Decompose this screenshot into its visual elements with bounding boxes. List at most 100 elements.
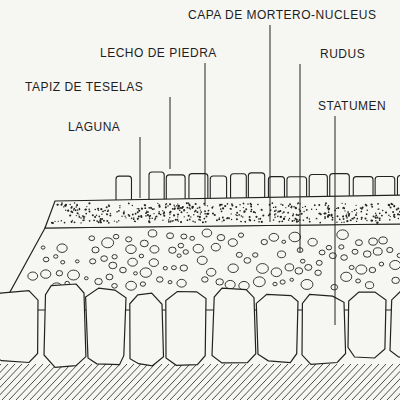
nucleus-grain bbox=[341, 203, 342, 204]
rudus-pebble bbox=[126, 245, 136, 254]
nucleus-grain bbox=[229, 208, 230, 209]
hatch-line bbox=[30, 364, 64, 400]
nucleus-grain bbox=[319, 222, 320, 223]
nucleus-grain bbox=[296, 221, 298, 223]
rudus-pebble bbox=[363, 251, 371, 257]
rudus-pebble bbox=[228, 239, 237, 247]
statumen-stone bbox=[390, 291, 400, 359]
nucleus-grain bbox=[78, 214, 79, 215]
hatch-line bbox=[114, 364, 148, 400]
hatch-line bbox=[296, 364, 330, 400]
nucleus-grain bbox=[85, 213, 87, 215]
nucleus-grain bbox=[138, 208, 140, 210]
nucleus-grain bbox=[138, 210, 140, 212]
nucleus-grain bbox=[364, 217, 366, 219]
nucleus-grain bbox=[116, 221, 118, 223]
nucleus-grain bbox=[58, 221, 59, 222]
nucleus-grain bbox=[375, 213, 376, 214]
nucleus-grain bbox=[75, 209, 77, 211]
nucleus-grain bbox=[346, 216, 348, 218]
nucleus-grain bbox=[71, 221, 73, 223]
nucleus-grain bbox=[244, 210, 246, 212]
hatch-line bbox=[226, 364, 260, 400]
nucleus-grain bbox=[144, 204, 146, 206]
rudus-pebble bbox=[271, 268, 281, 277]
nucleus-grain bbox=[71, 206, 73, 208]
nucleus-grain bbox=[163, 213, 165, 215]
statumen-stone bbox=[130, 293, 164, 366]
nucleus-grain bbox=[388, 215, 390, 217]
rudus-pebble bbox=[206, 268, 215, 276]
rudus-pebble bbox=[236, 252, 242, 257]
rudus-pebble bbox=[326, 245, 331, 250]
nucleus-grain bbox=[296, 214, 298, 216]
rudus-pebble bbox=[163, 266, 167, 269]
nucleus-grain bbox=[173, 208, 175, 210]
rudus-pebble bbox=[140, 268, 151, 277]
nucleus-grain bbox=[147, 211, 149, 213]
nucleus-grain bbox=[197, 215, 199, 217]
nucleus-grain bbox=[80, 217, 82, 219]
rudus-pebble bbox=[211, 243, 220, 251]
nucleus-grain bbox=[182, 206, 184, 208]
nucleus-grain bbox=[137, 208, 138, 209]
nucleus-grain bbox=[275, 210, 276, 211]
rudus-pebble bbox=[178, 243, 184, 248]
rudus-pebble bbox=[337, 230, 349, 240]
nucleus-grain bbox=[169, 214, 170, 215]
nucleus-grain bbox=[172, 220, 173, 221]
nucleus-grain bbox=[228, 217, 230, 219]
nucleus-grain bbox=[294, 220, 295, 221]
nucleus-grain bbox=[336, 221, 337, 222]
nucleus-grain bbox=[379, 219, 381, 221]
nucleus-grain bbox=[311, 208, 312, 209]
rudus-pebble bbox=[202, 277, 208, 282]
nucleus-grain bbox=[344, 210, 345, 211]
nucleus-grain bbox=[108, 222, 110, 224]
nucleus-grain bbox=[355, 214, 357, 216]
hatch-line bbox=[380, 364, 400, 400]
rudus-pebble bbox=[253, 253, 258, 257]
nucleus-grain bbox=[170, 211, 172, 213]
nucleus-grain bbox=[239, 210, 240, 211]
rudus-pebble bbox=[295, 268, 303, 274]
nucleus-grain bbox=[356, 221, 357, 222]
statumen-stone bbox=[44, 284, 86, 367]
statumen-stone bbox=[0, 291, 38, 363]
nucleus-grain bbox=[399, 211, 400, 213]
rudus-pebble bbox=[341, 255, 348, 260]
rudus-pebble bbox=[257, 264, 269, 274]
hatch-line bbox=[254, 364, 288, 400]
rudus-pebble bbox=[126, 237, 132, 242]
nucleus-grain bbox=[85, 208, 87, 210]
nucleus-grain bbox=[281, 220, 283, 222]
nucleus-grain bbox=[131, 218, 133, 220]
nucleus-grain bbox=[166, 203, 168, 205]
nucleus-outline bbox=[45, 195, 400, 228]
nucleus-grain bbox=[206, 216, 208, 218]
hatch-line bbox=[44, 364, 78, 400]
hatch-line bbox=[240, 364, 274, 400]
nucleus-grain bbox=[94, 216, 96, 218]
rudus-pebble bbox=[197, 256, 207, 264]
nucleus-grain bbox=[65, 210, 66, 211]
rudus-pebble bbox=[355, 240, 362, 246]
nucleus-grain bbox=[206, 213, 208, 215]
nucleus-grain bbox=[325, 204, 327, 206]
rudus-pebble bbox=[157, 277, 164, 282]
nucleus-grain bbox=[187, 219, 189, 221]
nucleus-grain bbox=[102, 211, 104, 213]
nucleus-grain bbox=[84, 209, 86, 211]
hatch-line bbox=[324, 364, 358, 400]
hatch-line bbox=[51, 364, 85, 400]
nucleus-grain bbox=[155, 216, 156, 217]
part-label: TAPIZ DE TESELAS bbox=[25, 80, 143, 94]
nucleus-grain bbox=[199, 207, 201, 209]
rudus-pebble bbox=[90, 259, 96, 264]
nucleus-grain bbox=[332, 219, 334, 221]
nucleus-grain bbox=[188, 215, 190, 217]
nucleus-grain bbox=[199, 216, 201, 218]
nucleus-grain bbox=[295, 207, 297, 209]
nucleus-grain bbox=[245, 221, 246, 222]
